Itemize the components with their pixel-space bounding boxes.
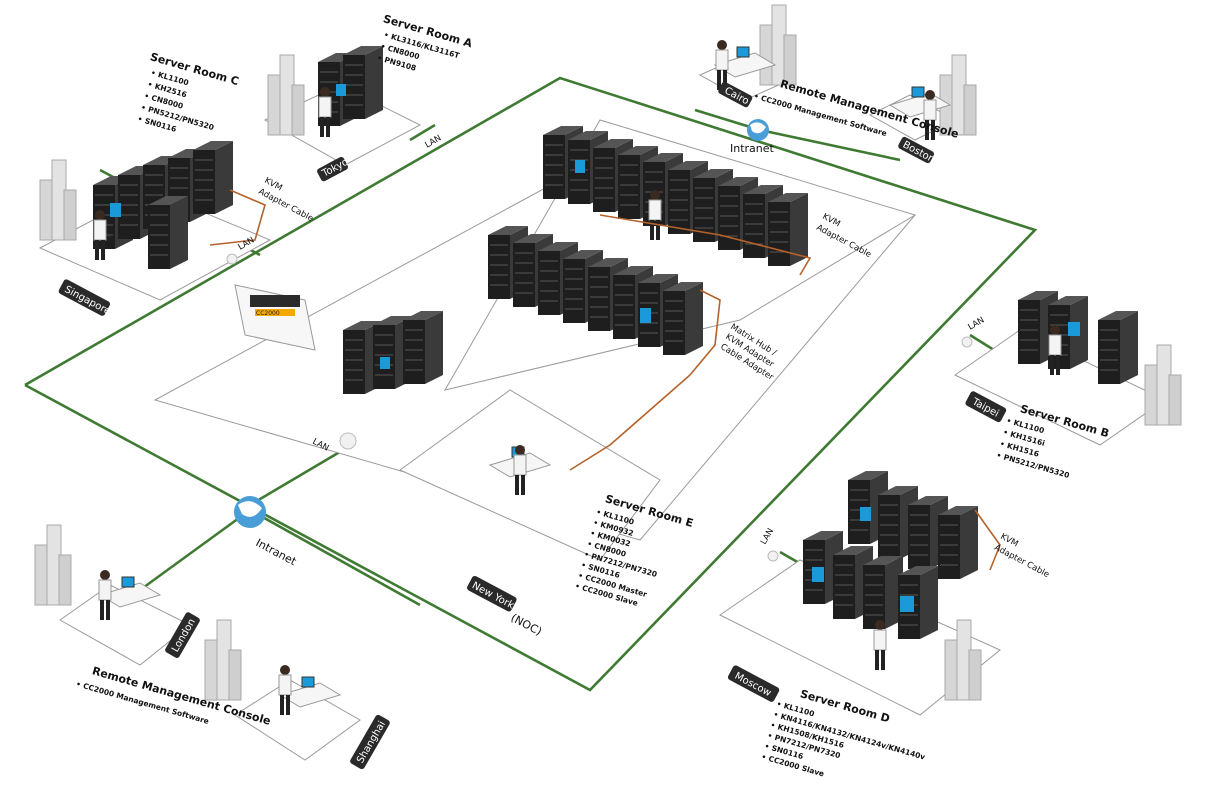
lan-switch-icon	[226, 253, 238, 265]
city-label-moscow: Moscow	[727, 665, 780, 702]
room-platforms	[38, 54, 1166, 761]
city-label-london: London	[165, 612, 200, 658]
kvm-cables	[209, 189, 1001, 571]
device-label: CC2000	[256, 310, 280, 317]
kvm-cable-label-moscow: KVM Adapter Cable	[993, 532, 1051, 580]
monitor-screens	[110, 84, 1080, 612]
noc-label: (NOC)	[509, 611, 544, 638]
lan-switch-icon	[339, 432, 357, 450]
remote-console-bottom-info: Remote Management Console • CC2000 Manag…	[75, 664, 272, 728]
kvm-cable-label-singapore: KVM Adapter Cable	[257, 176, 315, 224]
cc2000-device	[234, 284, 316, 351]
lan-switch-icon	[961, 336, 973, 348]
city-label-tokyo: Tokyo	[317, 157, 350, 182]
intranet-globe-top	[747, 119, 769, 141]
lan-label-taipei: LAN	[967, 315, 987, 332]
svg-text:Boston: Boston	[901, 139, 937, 165]
intranet-globe-bottom	[234, 496, 266, 528]
lan-label-moscow: LAN	[759, 527, 776, 547]
intranet-label-bottom: Intranet	[254, 536, 299, 568]
svg-text:Adapter Cable: Adapter Cable	[993, 543, 1051, 580]
city-label-boston: Boston	[898, 136, 937, 165]
city-label-new-york: New York	[467, 575, 517, 612]
lan-switch-icon	[767, 550, 779, 562]
server-room-a-info: Server Room A • KL3116/KL3116T • CN8000 …	[376, 12, 474, 72]
server-room-c-info: Server Room C • KL1100 • KH2516 • CN8000…	[137, 50, 241, 134]
intranet-label-top: Intranet	[730, 142, 775, 155]
city-label-singapore: Singapore	[58, 279, 112, 318]
